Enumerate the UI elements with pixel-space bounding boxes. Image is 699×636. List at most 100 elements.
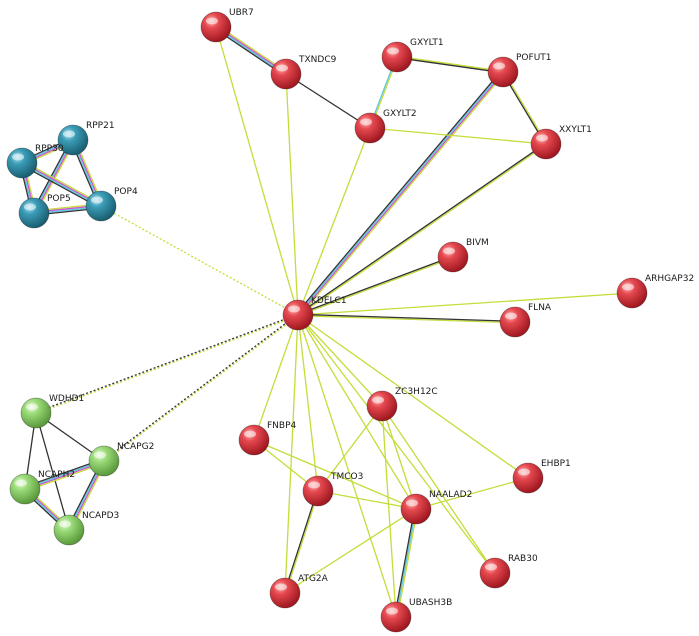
edge-line-textmining bbox=[381, 405, 417, 510]
edge-kdelc1-zc3h12c[interactable] bbox=[297, 314, 383, 407]
node-ubr7[interactable]: UBR7 bbox=[200, 8, 254, 43]
node-highlight bbox=[518, 468, 530, 476]
node-circle bbox=[238, 424, 270, 456]
edge-ubr7-kdelc1[interactable] bbox=[215, 26, 299, 316]
edge-xxylt1-kdelc1[interactable] bbox=[297, 142, 547, 317]
node-label: FNBP4 bbox=[267, 421, 297, 431]
edge-fnbp4-naalad2[interactable] bbox=[253, 439, 417, 510]
edge-zc3h12c-ubash3b[interactable] bbox=[381, 405, 397, 618]
edge-kdelc1-ubash3b[interactable] bbox=[297, 314, 397, 618]
edge-pofut1-kdelc1[interactable] bbox=[295, 70, 506, 317]
node-highlight bbox=[372, 396, 384, 404]
edge-line-textmining bbox=[299, 72, 506, 317]
edge-wdhd1-ncapd3[interactable] bbox=[35, 412, 70, 531]
node-ncapd3[interactable]: NCAPD3 bbox=[53, 511, 119, 546]
edge-line-textmining bbox=[253, 439, 417, 510]
edge-flna-kdelc1[interactable] bbox=[297, 313, 516, 324]
edge-kdelc1-tmco3[interactable] bbox=[297, 314, 319, 492]
edge-zc3h12c-naalad2[interactable] bbox=[381, 405, 417, 510]
node-rpp21[interactable]: RPP21 bbox=[57, 121, 115, 156]
edge-line-textmining bbox=[284, 508, 417, 594]
edge-line-textmining bbox=[415, 477, 529, 510]
node-ncapg2[interactable]: NCAPG2 bbox=[88, 442, 154, 477]
edge-kdelc1-fnbp4[interactable] bbox=[253, 314, 299, 441]
node-pop5[interactable]: POP5 bbox=[18, 194, 71, 229]
node-ehbp1[interactable]: EHBP1 bbox=[512, 459, 571, 494]
node-label: WDHD1 bbox=[49, 394, 84, 404]
edge-kdelc1-naalad2[interactable] bbox=[297, 314, 417, 510]
edge-txndc9-kdelc1[interactable] bbox=[285, 73, 299, 316]
edge-line-textmining bbox=[396, 509, 419, 618]
node-label: ATG2A bbox=[298, 574, 329, 584]
edge-zc3h12c-rab30[interactable] bbox=[381, 405, 496, 574]
node-bivm[interactable]: BIVM bbox=[437, 238, 489, 273]
node-label: RPP30 bbox=[35, 144, 64, 154]
edge-kdelc1-wdhd1[interactable] bbox=[35, 313, 299, 415]
edge-line-textmining bbox=[285, 491, 320, 594]
edge-line-textmining bbox=[317, 405, 383, 492]
edge-line-textmining bbox=[36, 315, 299, 415]
edge-naalad2-ubash3b[interactable] bbox=[393, 508, 419, 618]
node-ubash3b[interactable]: UBASH3B bbox=[380, 598, 452, 633]
edge-tmco3-atg2a[interactable] bbox=[283, 490, 320, 594]
node-fnbp4[interactable]: FNBP4 bbox=[238, 421, 297, 456]
edge-rpp30-pop4[interactable] bbox=[20, 160, 103, 209]
node-wdhd1[interactable]: WDHD1 bbox=[20, 394, 84, 429]
node-flna[interactable]: FLNA bbox=[499, 303, 552, 338]
node-pop4[interactable]: POP4 bbox=[85, 187, 138, 222]
node-highlight bbox=[622, 283, 634, 291]
node-circle bbox=[85, 190, 117, 222]
edge-bivm-kdelc1[interactable] bbox=[297, 255, 454, 317]
node-circle bbox=[381, 41, 413, 73]
edge-kdelc1-pop4[interactable] bbox=[100, 205, 299, 316]
edge-naalad2-atg2a[interactable] bbox=[284, 508, 417, 594]
node-rab30[interactable]: RAB30 bbox=[479, 554, 538, 589]
node-label: TXNDC9 bbox=[298, 55, 337, 65]
node-gxylt2[interactable]: GXYLT2 bbox=[354, 109, 417, 144]
node-circle bbox=[366, 390, 398, 422]
node-arhgap32[interactable]: ARHGAP32 bbox=[616, 274, 694, 309]
node-circle bbox=[400, 493, 432, 525]
edge-line-coexpression bbox=[393, 508, 416, 617]
edge-line-textmining bbox=[297, 314, 319, 492]
node-circle bbox=[530, 128, 562, 160]
edge-kdelc1-atg2a[interactable] bbox=[284, 314, 299, 594]
edge-arhgap32-kdelc1[interactable] bbox=[297, 292, 633, 316]
node-rpp30[interactable]: RPP30 bbox=[6, 144, 64, 179]
edge-line-textmining bbox=[104, 315, 299, 463]
node-txndc9[interactable]: TXNDC9 bbox=[270, 55, 337, 90]
node-ncaph2[interactable]: NCAPH2 bbox=[9, 470, 75, 505]
node-tmco3[interactable]: TMCO3 bbox=[302, 472, 363, 507]
edge-line-textmining bbox=[297, 314, 417, 510]
edge-line-coexpression bbox=[295, 70, 502, 315]
node-pofut1[interactable]: POFUT1 bbox=[487, 53, 552, 88]
node-circle bbox=[302, 475, 334, 507]
edge-naalad2-ehbp1[interactable] bbox=[415, 477, 529, 510]
node-zc3h12c[interactable]: ZC3H12C bbox=[366, 387, 438, 422]
edge-line-coexpression bbox=[35, 412, 70, 531]
node-circle bbox=[9, 473, 41, 505]
edge-line-coexpression bbox=[298, 313, 516, 322]
edge-gxylt2-kdelc1[interactable] bbox=[297, 127, 371, 316]
node-kdelc1[interactable]: KDELC1 bbox=[282, 296, 347, 331]
edge-kdelc1-rab30[interactable] bbox=[297, 314, 496, 574]
node-label: EHBP1 bbox=[541, 459, 571, 469]
node-circle bbox=[479, 557, 511, 589]
edge-txndc9-gxylt2[interactable] bbox=[285, 73, 371, 129]
edge-kdelc1-ncapg2[interactable] bbox=[103, 313, 299, 463]
node-gxylt1[interactable]: GXYLT1 bbox=[381, 38, 444, 73]
node-xxylt1[interactable]: XXYLT1 bbox=[530, 125, 592, 160]
node-highlight bbox=[386, 607, 398, 615]
edge-tmco3-naalad2[interactable] bbox=[317, 490, 417, 510]
node-atg2a[interactable]: ATG2A bbox=[269, 574, 329, 609]
node-highlight bbox=[536, 134, 548, 142]
node-circle bbox=[437, 241, 469, 273]
edge-gxylt2-xxylt1[interactable] bbox=[369, 127, 547, 145]
edge-kdelc1-ehbp1[interactable] bbox=[297, 314, 529, 479]
node-naalad2[interactable]: NAALAD2 bbox=[400, 490, 472, 525]
edge-tmco3-zc3h12c[interactable] bbox=[317, 405, 383, 492]
edge-gxylt1-pofut1[interactable] bbox=[396, 55, 504, 74]
edge-line-textmining bbox=[284, 314, 299, 594]
